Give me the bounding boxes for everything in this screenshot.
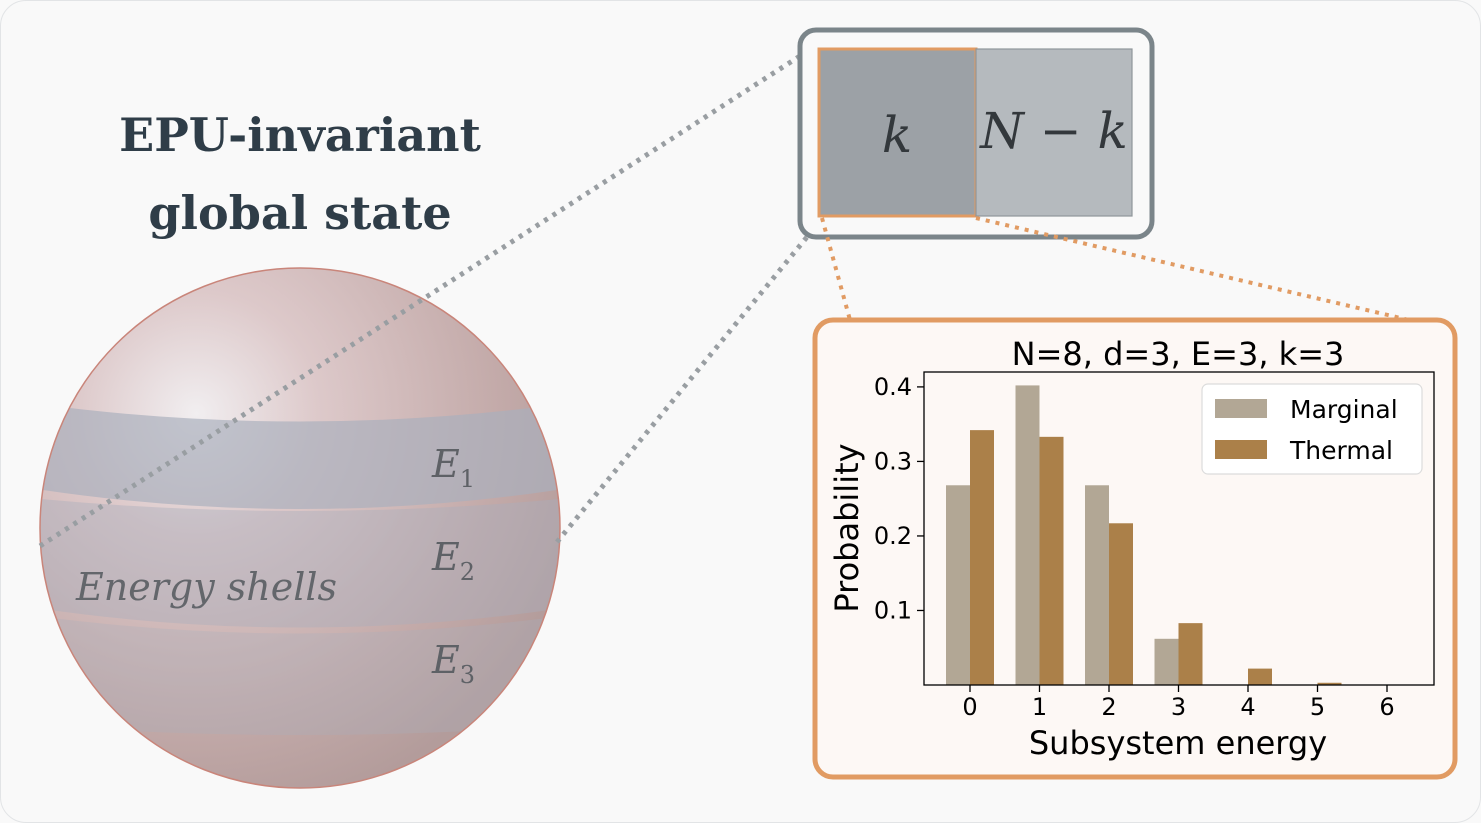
x-tick-label: 1 xyxy=(1032,693,1047,721)
bar-thermal-5 xyxy=(1317,682,1342,685)
rest-label: N − k xyxy=(979,102,1128,160)
shell-label-e1: E1 xyxy=(431,442,475,493)
chart-title: N=8, d=3, E=3, k=3 xyxy=(1012,335,1345,373)
sphere-body xyxy=(40,268,560,788)
shell-label-e3: E3 xyxy=(431,638,475,689)
zoom-line-orange-left xyxy=(820,217,852,321)
zoom-line-orange-right xyxy=(975,216,1410,322)
zoom-line-upper xyxy=(38,53,802,549)
sphere-outline xyxy=(39,267,561,789)
x-axis-ticks: 0 1 2 3 4 5 6 xyxy=(962,685,1395,721)
bar-thermal-3 xyxy=(1178,623,1203,685)
zoom-line-lower xyxy=(555,224,818,544)
bar-thermal-1 xyxy=(1039,436,1064,685)
legend-swatch-thermal xyxy=(1215,440,1267,459)
chart-bars xyxy=(946,385,1342,685)
x-tick-label: 4 xyxy=(1240,693,1255,721)
x-tick-label: 6 xyxy=(1379,693,1394,721)
chart-legend: Marginal Thermal xyxy=(1201,383,1423,475)
y-axis-ticks: 0.1 0.2 0.3 0.4 xyxy=(874,373,924,624)
bar-thermal-0 xyxy=(970,430,994,685)
y-tick-label: 0.1 xyxy=(874,596,912,624)
subsystem-label: k xyxy=(882,106,912,164)
y-tick-label: 0.3 xyxy=(874,447,912,475)
energy-shell-band-2 xyxy=(40,498,560,628)
shell-label-e2: E2 xyxy=(431,535,475,586)
bar-marginal-0 xyxy=(946,485,970,685)
y-axis-label: Probability xyxy=(828,443,866,612)
title-line-1: EPU-invariant xyxy=(119,108,481,162)
x-axis-label: Subsystem energy xyxy=(1029,724,1327,762)
x-tick-label: 0 xyxy=(962,693,977,721)
legend-label-thermal: Thermal xyxy=(1289,436,1393,465)
x-tick-label: 2 xyxy=(1101,693,1116,721)
bar-thermal-4 xyxy=(1248,668,1272,685)
global-state-sphere: E1 E2 E3 Energy shells xyxy=(39,267,561,789)
x-tick-label: 5 xyxy=(1310,693,1325,721)
energy-shell-band-1 xyxy=(40,403,560,509)
y-tick-label: 0.2 xyxy=(874,522,912,550)
x-tick-label: 3 xyxy=(1171,693,1186,721)
legend-label-marginal: Marginal xyxy=(1290,395,1398,424)
energy-shells-label: Energy shells xyxy=(75,565,337,609)
legend-swatch-marginal xyxy=(1215,399,1267,418)
bar-marginal-3 xyxy=(1154,638,1179,685)
bar-marginal-2 xyxy=(1085,485,1109,685)
title-line-2: global state xyxy=(148,186,451,240)
partition-box: k N − k xyxy=(797,27,1155,240)
bar-marginal-1 xyxy=(1015,385,1040,685)
bar-thermal-2 xyxy=(1109,523,1133,685)
rest-block xyxy=(975,48,1133,217)
subsystem-block xyxy=(817,47,978,218)
y-tick-label: 0.4 xyxy=(874,373,912,401)
energy-shell-band-3 xyxy=(40,615,560,735)
